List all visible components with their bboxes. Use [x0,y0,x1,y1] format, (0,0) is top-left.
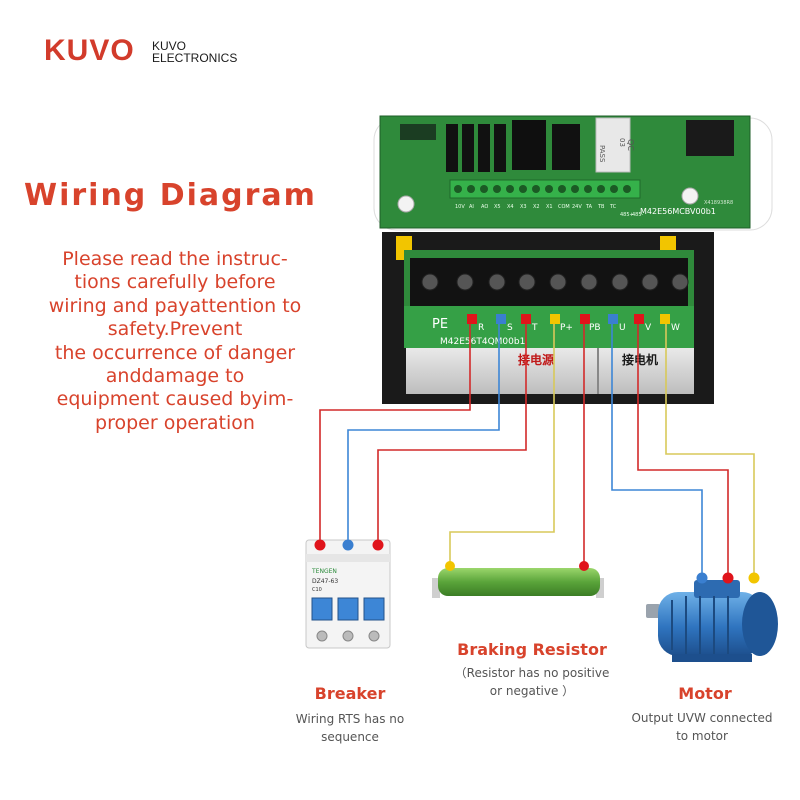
terminal-label: TC [609,204,617,210]
intro-text: Please read the instruc- tions carefully… [20,248,330,435]
brand-name-line2: ELECTRONICS [152,51,238,65]
terminal-pb-marker [580,314,590,324]
terminal-label: TB [597,204,605,210]
intro-line: wiring and payattention to [48,294,302,317]
breaker-rating: C10 [312,587,322,593]
motor-terminal-blue [696,572,708,584]
wire-p [449,324,555,564]
wire-r [319,324,471,540]
breaker-subtitle-line: Wiring RTS has no [295,712,405,726]
brand-name-line1: KUVO [152,39,187,53]
motor-terminal-red [722,572,734,584]
terminal-label: AI [469,204,474,210]
brand-name: KUVO ELECTRONICS [152,40,237,64]
control-board: QC PASS 03 10V AI AO X5 X4 X3 X2 X1 COM … [373,115,773,231]
breaker-title: Breaker [314,684,386,703]
resistor-subtitle-line: or negative ） [489,684,575,698]
wires [319,324,755,578]
terminal-label: X1 [546,204,553,210]
power-board: PE M42E56T4QM00b1 R S T P+ PB U V W 接电源 … [382,232,714,404]
wire-s [347,324,500,540]
intro-line: the occurrence of danger [54,341,296,364]
terminal-label: PB [589,323,601,333]
terminal-label: 10V [455,204,465,210]
resistor-terminal-red [579,561,589,571]
breaker-brand: TENGEN [311,568,337,575]
breaker-device: TENGEN DZ47-63 C10 [305,539,391,649]
terminal-label: R [478,323,484,333]
page-title: Wiring Diagram [24,178,317,213]
resistor-terminal-yellow [445,561,455,571]
breaker-terminal-red [314,539,326,551]
power-board-model: M42E56T4QM00b1 [440,337,525,347]
terminal-label: U [619,323,626,333]
terminal-v-marker [634,314,644,324]
breaker-subtitle-line: sequence [321,730,379,744]
intro-line: Please read the instruc- [62,248,288,270]
control-board-model: M42E56MCBV00b1 [640,207,716,216]
terminal-label: TA [585,204,593,210]
resistor-subtitle-line: （Resistor has no positive [454,666,610,680]
qc-sticker-text: QC [626,139,635,151]
wire-w [665,324,755,578]
terminal-u-marker [608,314,618,324]
breaker-terminal-red [372,539,384,551]
terminal-label: S [507,323,513,333]
terminal-label: COM [558,204,570,210]
motor-subtitle-line: to motor [676,729,728,743]
breaker-model: DZ47-63 [312,578,338,585]
braking-resistor-device [432,561,604,598]
terminal-label: W [671,323,680,333]
terminal-s-marker [496,314,506,324]
terminal-p-marker [550,314,560,324]
breaker-terminal-blue [342,539,354,551]
terminal-label: T [531,323,538,333]
terminal-r-marker [467,314,477,324]
terminal-label: X4 [507,204,514,210]
resistor-subtitle: （Resistor has no positive or negative ） [440,664,624,700]
resistor-title: Braking Resistor [457,640,607,659]
intro-line: safety.Prevent [107,318,243,341]
motor-subtitle-line: Output UVW connected [631,711,773,725]
terminal-label: AO [481,204,488,210]
qc-sticker-text: 03 [618,138,626,147]
motor-title: Motor [678,684,732,703]
terminal-label: 485+ [620,212,634,218]
terminal-label: 24V [572,204,582,210]
intro-line: tions carefully before [74,271,276,294]
wire-t [377,324,527,540]
intro-line: proper operation [95,411,255,434]
wire-u [611,324,703,578]
terminal-w-marker [660,314,670,324]
terminal-label: 485- [632,212,644,218]
terminal-label: V [645,323,652,333]
terminal-label: X2 [533,204,540,210]
serial-label: X418938R8 [704,200,733,206]
terminal-label: P+ [560,323,573,333]
intro-line: anddamage to [105,365,245,388]
wire-v [637,324,729,578]
motor-terminal-yellow [748,572,760,584]
motor-device [646,572,778,662]
intro-line: equipment caused byim- [56,388,294,411]
brand-logo: KUVO [44,34,135,67]
motor-terminal-label: 接电机 [622,352,658,367]
qc-sticker-text: PASS [598,145,606,163]
motor-subtitle: Output UVW connected to motor [616,709,788,745]
terminal-pe: PE [432,317,448,332]
terminal-t-marker [521,314,531,324]
breaker-subtitle: Wiring RTS has no sequence [270,710,430,746]
terminal-label: X5 [494,204,501,210]
power-in-label: 接电源 [518,352,554,367]
terminal-label: X3 [520,204,527,210]
